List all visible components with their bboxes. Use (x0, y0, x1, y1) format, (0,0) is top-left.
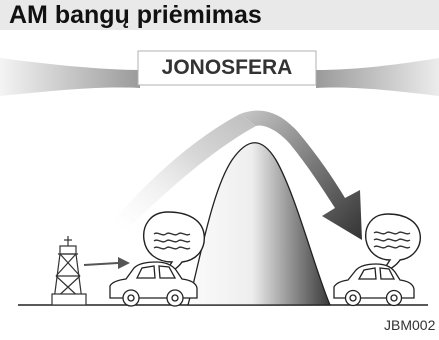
ionosphere-label: JONOSFERA (161, 56, 293, 79)
direct-wave-arrow (83, 257, 130, 269)
transmitted-wave (112, 114, 256, 230)
reflected-wave (240, 110, 362, 240)
ionosphere-band (0, 50, 439, 96)
car-icon (333, 263, 415, 307)
page-title: AM bangų priėmimas (9, 1, 262, 29)
figure-code: JBM002 (384, 317, 436, 333)
mountain (187, 142, 331, 306)
radio-tower-icon (51, 236, 87, 306)
title-bar (0, 0, 439, 30)
car-icon (109, 261, 198, 307)
